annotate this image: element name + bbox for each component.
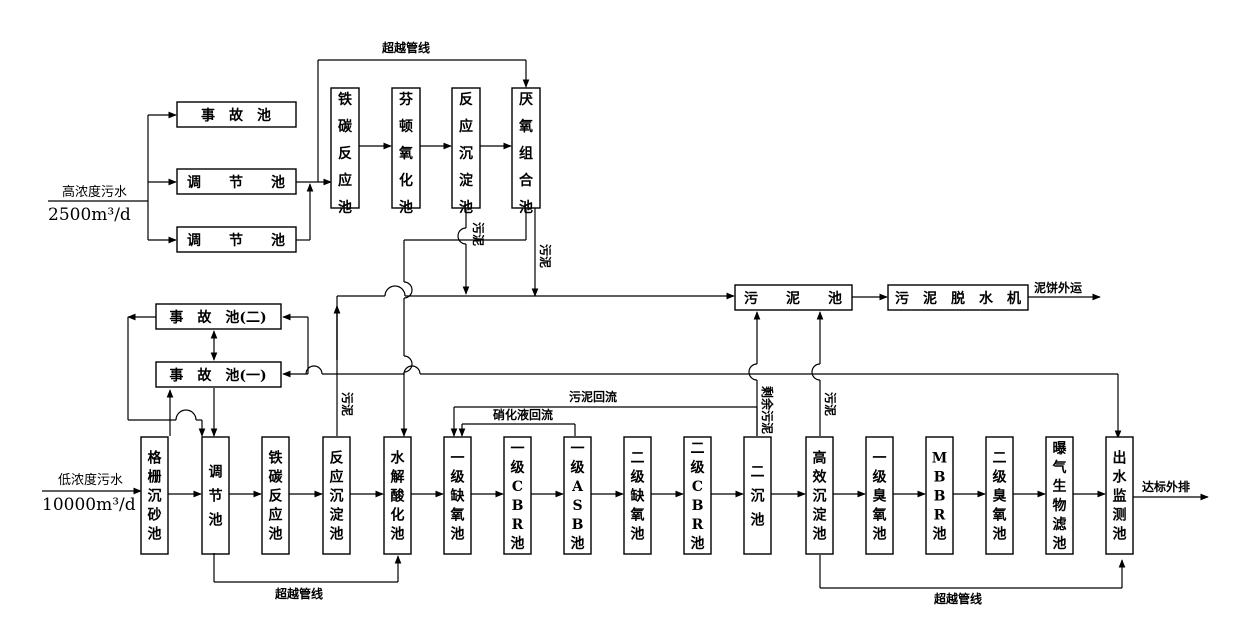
upper-settle-tank: 反应沉淀池 <box>451 87 481 216</box>
tank-anoxic2: 二级缺氧池 <box>623 436 652 555</box>
upper-fenton-tank: 芬顿氧化池 <box>391 87 421 216</box>
tank-grit-label: 格栅沉砂池 <box>147 450 163 543</box>
inlet-high-flow: 2500m³/d <box>48 205 131 225</box>
upper-settle-label: 反应沉淀池 <box>459 91 474 216</box>
tank-anoxic1: 一级缺氧池 <box>443 436 472 555</box>
tank-regulate: 调节池 <box>201 436 230 555</box>
bypass-bottom-right-label: 超越管线 <box>933 591 982 606</box>
tank-hydrolysis: 水解酸化池 <box>383 436 412 555</box>
tank-monitor-label: 出水监测池 <box>1113 450 1128 543</box>
lower-accident-tank-1: 事 故 池(一) <box>155 361 282 388</box>
lower-accident-tank-2: 事 故 池(二) <box>155 303 282 330</box>
sludge-tank: 污 泥 池 <box>734 284 853 311</box>
inlet-low: 低浓度污水 10000m³/d <box>42 472 136 515</box>
upper-accident-label: 事 故 池 <box>201 107 271 124</box>
sludge-return-label: 污泥回流 <box>569 389 617 404</box>
lower-accident2-label: 事 故 池(二) <box>169 309 266 326</box>
tank-anoxic1-label: 一级缺氧池 <box>450 451 466 543</box>
tank-hydrolysis-label: 水解酸化池 <box>391 450 406 543</box>
sludge-label-d: 污泥 <box>823 392 838 416</box>
tank-ozone2: 二级臭氧池 <box>985 436 1014 555</box>
upper-fe-c-label: 铁碳反应池 <box>338 91 353 216</box>
tank-regulate-label: 调节池 <box>209 465 223 529</box>
tank-hi-settle-label: 高效沉淀池 <box>813 450 828 543</box>
upper-anaerobic-label: 厌氧组合池 <box>518 92 534 216</box>
upper-bypass-label: 超越管线 <box>381 40 430 55</box>
sludge-tank-label: 污 泥 池 <box>744 290 842 307</box>
tank-grit: 格栅沉砂池 <box>140 436 169 555</box>
inlet-low-name: 低浓度污水 <box>58 472 123 488</box>
sludge-label-b: 污泥 <box>538 244 553 268</box>
upper-anaerobic-tank: 厌氧组合池 <box>511 87 541 216</box>
inlet-high-name: 高浓度污水 <box>62 184 127 200</box>
tank-sec-settle: 二沉池 <box>743 436 772 555</box>
upper-accident-tank: 事 故 池 <box>176 101 297 128</box>
inlet-high: 高浓度污水 2500m³/d <box>48 184 131 225</box>
tank-fe-c-label: 铁碳反应池 <box>269 450 284 543</box>
upper-fe-c-tank: 铁碳反应池 <box>330 87 360 216</box>
upper-regulate1-label: 调 节 池 <box>187 174 285 191</box>
tank-baf-label: 曝气生物滤池 <box>1052 441 1067 552</box>
tank-anoxic2-label: 二级缺氧池 <box>630 451 646 543</box>
sludge-label-c: 污泥 <box>340 392 355 416</box>
inlet-low-flow: 10000m³/d <box>42 495 136 515</box>
dewater-label: 污 泥 脱 水 机 <box>895 290 1021 307</box>
tank-baf: 曝气生物滤池 <box>1045 436 1074 555</box>
tank-ozone1-label: 一级臭氧池 <box>872 451 888 543</box>
nitrate-return-label: 硝化液回流 <box>493 407 553 422</box>
upper-regulate2-label: 调 节 池 <box>187 232 285 249</box>
tank-settle-label: 反应沉淀池 <box>330 450 345 543</box>
tank-hi-settle: 高效沉淀池 <box>805 436 834 555</box>
surplus-sludge-label: 剩余污泥 <box>760 386 775 434</box>
bypass-bottom-left-label: 超越管线 <box>274 586 323 601</box>
tank-ozone2-label: 二级臭氧池 <box>992 451 1008 543</box>
lower-accident1-label: 事 故 池(一) <box>169 367 266 384</box>
tank-ozone1: 一级臭氧池 <box>865 436 894 555</box>
upper-regulate-tank-2: 调 节 池 <box>176 226 297 253</box>
upper-regulate-tank-1: 调 节 池 <box>176 168 297 195</box>
tank-fe-c: 铁碳反应池 <box>261 436 290 555</box>
upper-fenton-label: 芬顿氧化池 <box>398 91 414 216</box>
discharge-label: 达标外排 <box>1142 479 1190 494</box>
tank-sec-settle-label: 二沉池 <box>751 465 765 529</box>
tank-monitor: 出水监测池 <box>1105 436 1134 555</box>
sludge-label-a: 污泥 <box>471 222 486 246</box>
tank-settle: 反应沉淀池 <box>322 436 351 555</box>
dewater-machine: 污 泥 脱 水 机 <box>887 284 1029 311</box>
cake-out-label: 泥饼外运 <box>1034 280 1082 295</box>
